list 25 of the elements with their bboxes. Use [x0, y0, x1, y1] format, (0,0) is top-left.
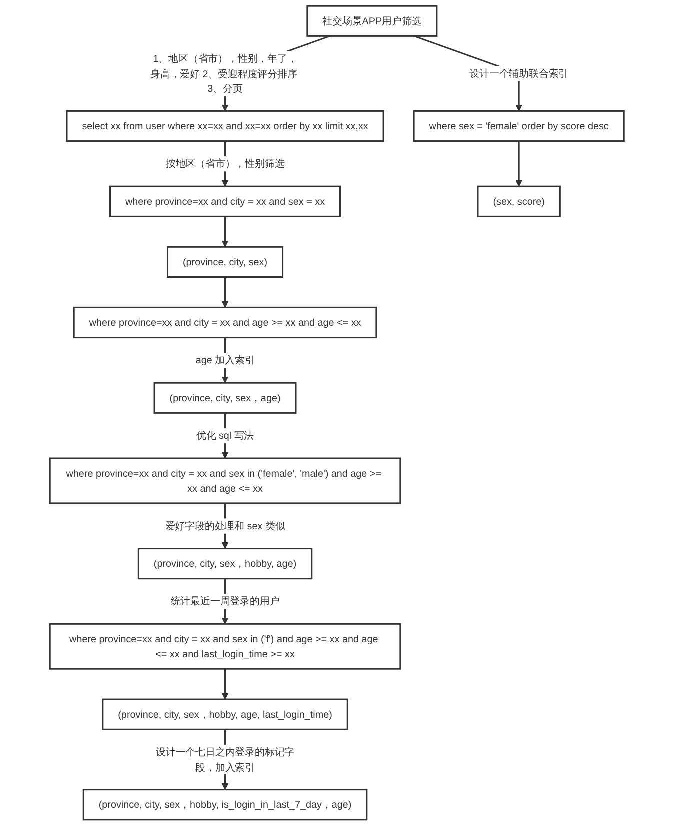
node-box: where province=xx and city = xx and age >= xx and age <= xx [73, 306, 378, 339]
arrow [222, 277, 228, 308]
node-box: (province, city, sex，age) [154, 382, 297, 414]
node-box: (sex, score) [477, 186, 561, 218]
arrow [222, 216, 228, 248]
node-box: where sex = 'female' order by score desc [413, 110, 625, 142]
edge-label: 优化 sql 写法 [196, 430, 254, 442]
node-box: (province, city, sex，hobby, age) [138, 548, 313, 580]
edge-label: 爱好字段的处理和 sex 类似 [165, 520, 286, 532]
edge-label: 设计一个七日之内登录的标记字段，加入索引 [156, 746, 294, 773]
arrow [222, 669, 228, 700]
node-box: where province=xx and city = xx and sex in ('f') and age >= xx and age <= xx and last_login_time >= xx [49, 623, 402, 670]
edge-label: 统计最近一周登录的用户 [170, 596, 280, 608]
node-box: (province, city, sex，hobby, age, last_login_time) [102, 698, 348, 730]
node-box: (province, city, sex，hobby, is_login_in_last_7_day，age) [82, 789, 368, 821]
edge-label: 设计一个辅助联合索引 [469, 68, 568, 80]
edge-label: age 加入索引 [196, 354, 255, 366]
node-box: (province, city, sex) [166, 246, 284, 278]
node-box: select xx from user where xx=xx and xx=xx order by xx limit xx,xx [66, 110, 384, 142]
arrow [516, 141, 522, 187]
edge-label: 1、地区（省市），性别，年了，身高，爱好 2、受迎程度评分排序 3、分页 [150, 52, 298, 94]
node-box: where province=xx and city = xx and sex = xx [109, 186, 341, 218]
node-box: 社交场景APP用户筛选 [306, 5, 438, 37]
node-box: where province=xx and city = xx and sex in ('female', 'male') and age >= xx and age <= xx [49, 458, 402, 504]
edge-label: 按地区（省市），性别筛选 [166, 158, 285, 170]
